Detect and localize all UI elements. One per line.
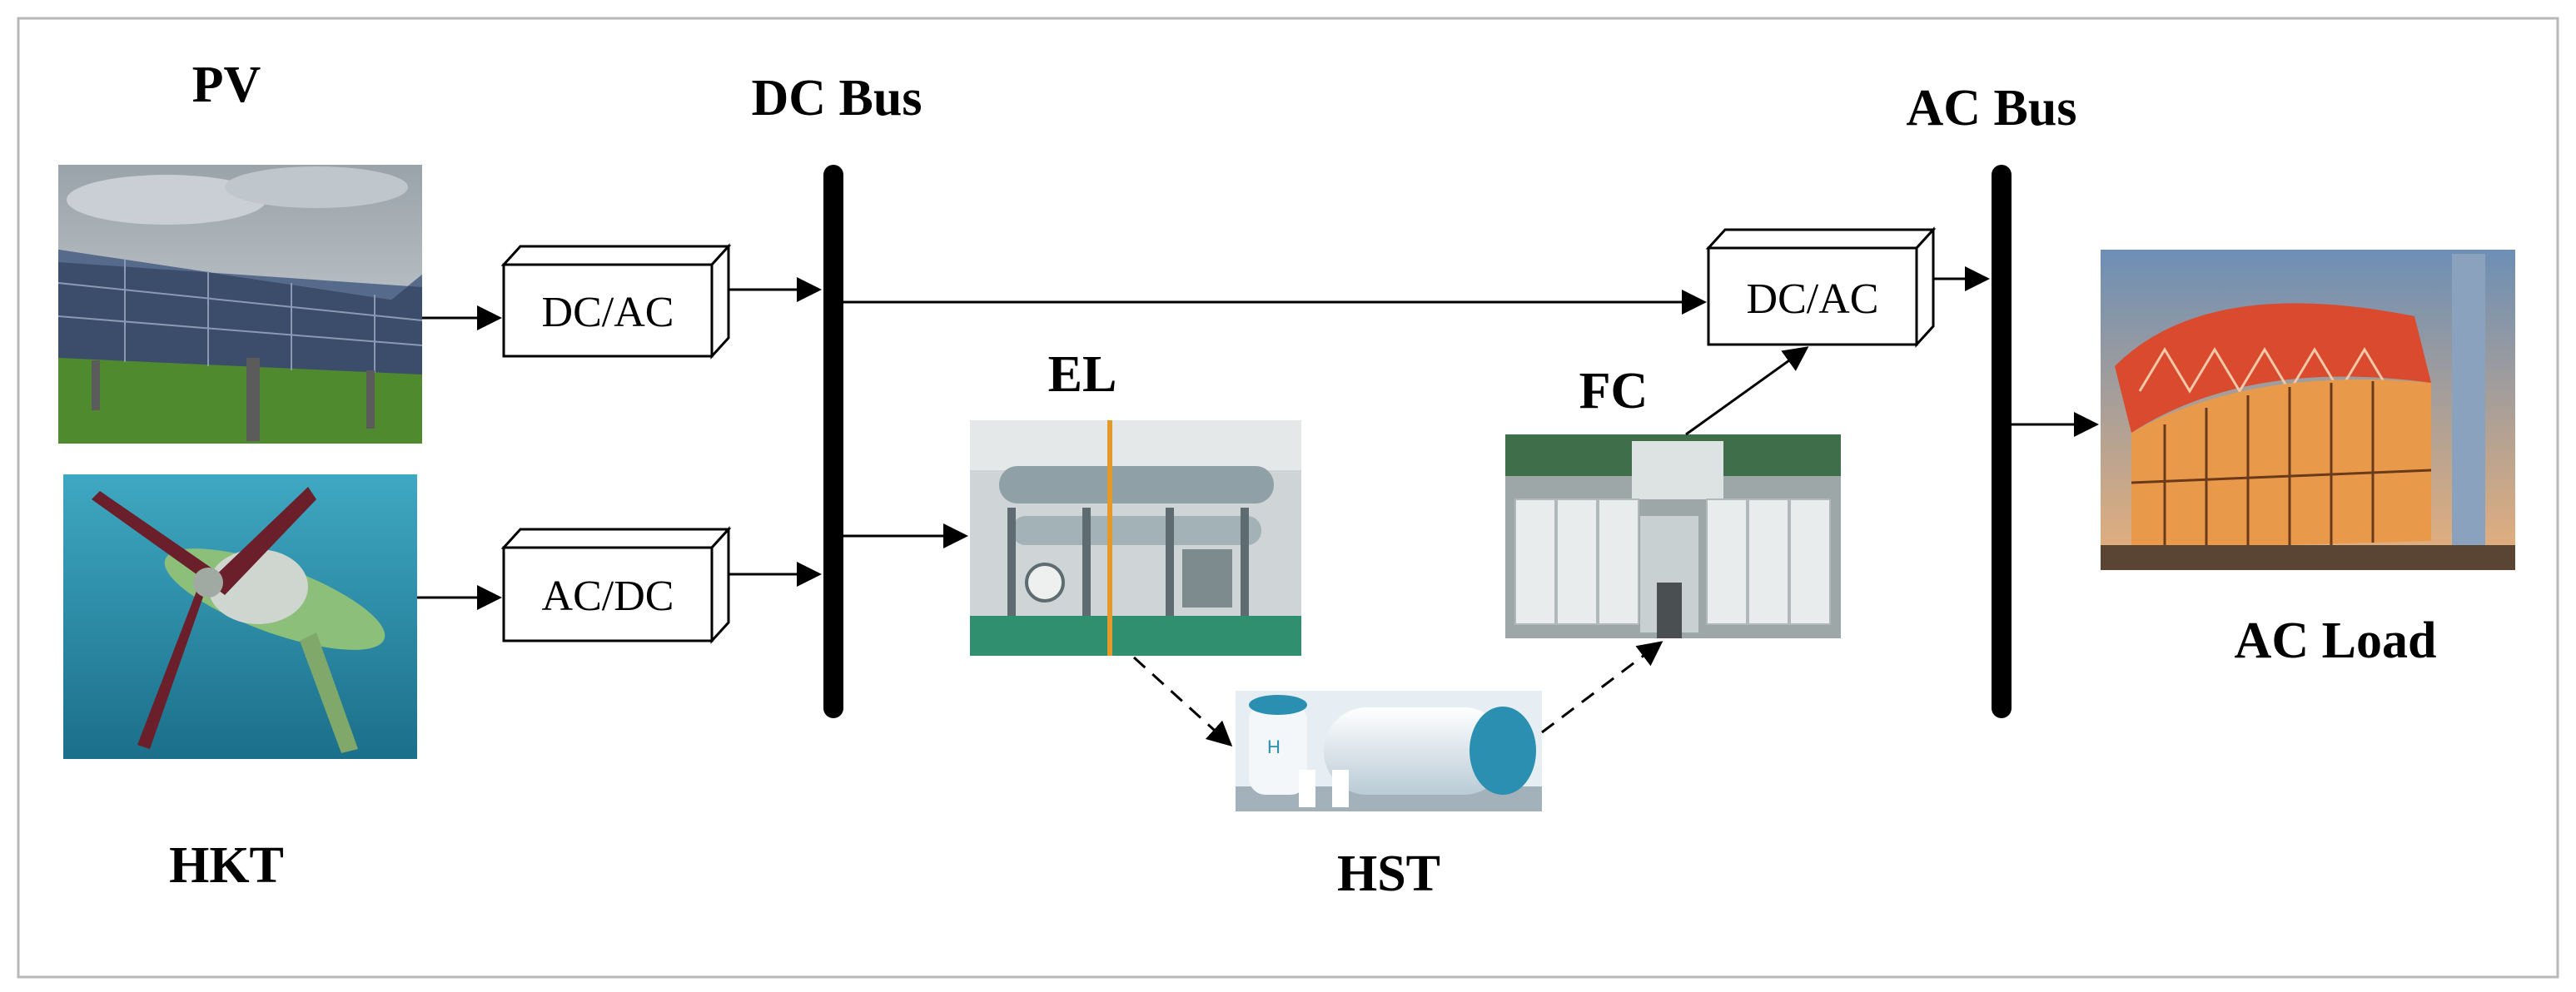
ac-load-label: AC Load (2235, 613, 2437, 669)
hkt-converter-box: AC/DC (500, 526, 732, 644)
pv-image (57, 165, 423, 444)
fc-image (1505, 434, 1841, 638)
ac-bus (1992, 165, 2012, 718)
power-flow-arrows (417, 266, 2099, 610)
hst-image: H (1236, 691, 1542, 811)
ac-bus-label: AC Bus (1906, 80, 2076, 136)
pv-converter-label: DC/AC (542, 289, 674, 336)
hkt-converter-label: AC/DC (542, 573, 674, 620)
grid-converter-box: DC/AC (1705, 226, 1937, 348)
pv-converter-box: DC/AC (500, 243, 732, 360)
hkt-label: HKT (169, 837, 284, 894)
fc-label: FC (1579, 363, 1649, 419)
hkt-image (63, 474, 417, 759)
hydrogen-flow-arrows (1132, 641, 1663, 747)
pv-label: PV (192, 57, 261, 113)
el-image (970, 420, 1301, 656)
fc-to-grid-converter-arrow (1685, 346, 1809, 436)
hst-label: HST (1337, 846, 1440, 902)
ac-load-image (2101, 250, 2515, 570)
dc-bus (823, 165, 843, 718)
el-to-hst-arrow (1132, 656, 1233, 747)
grid-converter-label: DC/AC (1747, 275, 1879, 323)
el-label: EL (1048, 346, 1117, 403)
svg-text:H: H (1267, 737, 1281, 757)
dc-bus-label: DC Bus (751, 70, 922, 126)
